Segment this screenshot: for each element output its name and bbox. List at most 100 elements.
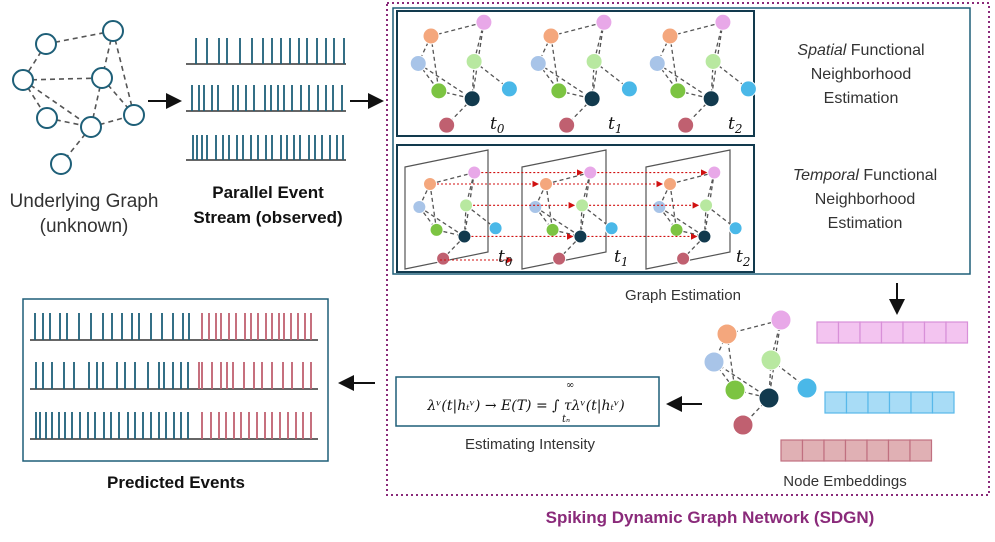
embedding-bars (780, 321, 969, 462)
graph-edge (417, 35, 432, 64)
embedding-cell (845, 391, 869, 414)
graph-edge (550, 35, 560, 91)
embedding-cell (910, 391, 934, 414)
graph-edge (658, 206, 705, 238)
graph-node (429, 222, 444, 237)
graph-node (663, 177, 677, 191)
sdgn-box (386, 2, 990, 496)
graph-edge (713, 333, 728, 363)
event-stream-label-2: Stream (observed) (193, 208, 342, 227)
graph-node (436, 251, 451, 266)
graph-node (699, 198, 714, 213)
predicted-events-label: Predicted Events (107, 473, 245, 492)
graph-edge (579, 172, 591, 237)
graph-node (539, 177, 553, 191)
graph-edge (463, 172, 475, 237)
graph-edge (430, 21, 485, 37)
graph-node (704, 52, 722, 70)
graph-edge (713, 361, 770, 399)
graph-node (459, 198, 474, 213)
time-label: t0 (498, 247, 513, 269)
graph-node (545, 222, 560, 237)
graph-node (583, 90, 601, 108)
graph-node (467, 165, 482, 180)
graph-node (702, 90, 720, 108)
graph-edge (656, 62, 712, 100)
embedding-cell (866, 439, 890, 462)
graph-edge (537, 62, 593, 100)
graph-edge (534, 206, 581, 238)
embedding-cell (801, 439, 825, 462)
graph-node (620, 80, 638, 98)
graph-node (676, 251, 691, 266)
graph-node (758, 387, 780, 409)
embedding-cell (923, 321, 947, 344)
graph-edge (550, 21, 605, 37)
graph-edge (430, 35, 440, 91)
graph-node (80, 116, 102, 138)
graph-node (760, 349, 782, 371)
graph-node (528, 199, 543, 214)
graph-node (728, 221, 743, 236)
spatial-label-1: Spatial Functional (797, 42, 924, 59)
graph-node (438, 116, 456, 134)
embedding-cell (887, 439, 911, 462)
embedding-cell (945, 321, 969, 344)
graph-node (123, 104, 145, 126)
node-embeddings-label: Node Embeddings (783, 473, 906, 490)
underlying-graph-label-1: Underlying Graph (10, 191, 159, 212)
graph-edge (429, 171, 475, 185)
graph-node (102, 20, 124, 42)
graph-node (604, 221, 619, 236)
graph-edge (682, 236, 705, 260)
graph-edge (703, 172, 715, 237)
underlying-graph: Underlying Graph (unknown) (10, 20, 159, 237)
graph-node (36, 107, 58, 129)
spatial-label-3: Estimation (824, 90, 899, 107)
graph-node (669, 222, 684, 237)
graph-node (595, 13, 613, 31)
graph-node (583, 165, 598, 180)
graph-node (529, 54, 547, 72)
graph-edge (442, 236, 465, 260)
time-label: t2 (728, 114, 742, 136)
embedding-cell (824, 391, 848, 414)
temporal-box (396, 144, 755, 273)
graph-node (732, 414, 754, 436)
graph-edge (463, 205, 467, 237)
graph-edge (768, 319, 782, 399)
graph-node (707, 165, 722, 180)
graph-edge (417, 62, 473, 100)
graph-node (91, 67, 113, 89)
graph-node (500, 80, 518, 98)
graph-node (412, 199, 427, 214)
graph-node (661, 27, 679, 45)
graph-node (12, 69, 34, 91)
temporal-graphs: t0 t1 t2 (404, 149, 750, 270)
graph-node (50, 153, 72, 175)
spatial-box (396, 10, 755, 137)
time-label: t2 (736, 247, 750, 269)
graph-edge (703, 205, 707, 237)
graph-node (697, 229, 712, 244)
graph-edge (579, 205, 583, 237)
time-label: t1 (614, 247, 628, 269)
formula-box (395, 376, 660, 427)
embedding-cell (931, 391, 955, 414)
graph-node (558, 116, 576, 134)
embedding-cell (780, 439, 804, 462)
graph-node (770, 309, 792, 331)
graph-node (552, 251, 567, 266)
graph-edge (669, 183, 678, 231)
integral-lower-limit: tₙ (562, 414, 570, 425)
graph-node (35, 33, 57, 55)
graph-node (550, 82, 568, 100)
time-label: t1 (608, 114, 622, 136)
graph-node (585, 52, 603, 70)
graph-node (724, 379, 746, 401)
integral-upper-limit: ∞ (566, 380, 574, 391)
graph-node (796, 377, 818, 399)
predicted-events-box (22, 298, 329, 462)
graph-node (573, 229, 588, 244)
intensity-formula: λᵛ(t|hₜᵛ) → E(T) = ∫ τλᵛ(t|hₜᵛ) (426, 398, 624, 414)
